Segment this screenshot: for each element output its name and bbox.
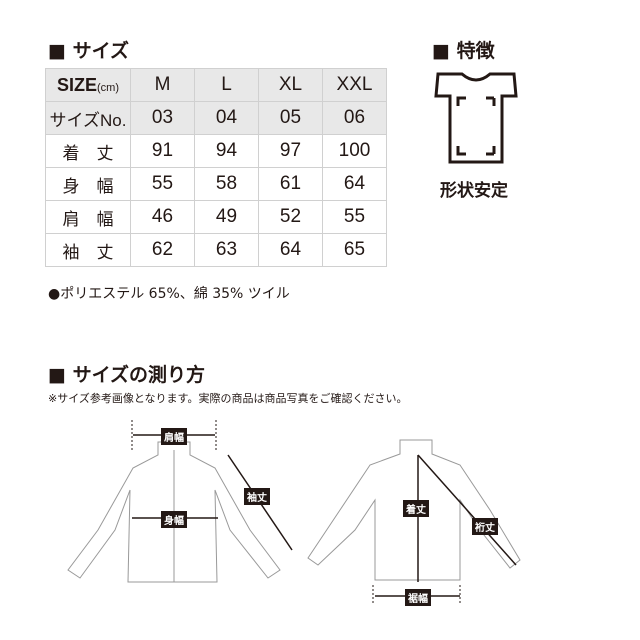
row-value: 46 bbox=[130, 200, 195, 234]
tag-hem: 裾幅 bbox=[405, 589, 431, 606]
row-value: 97 bbox=[258, 134, 323, 168]
jacket-diagram bbox=[67, 420, 521, 605]
row-value: 91 bbox=[130, 134, 195, 168]
row-value: 55 bbox=[322, 200, 387, 234]
row-label: 肩 幅 bbox=[45, 200, 131, 234]
size-title: ■ サイズ bbox=[48, 40, 129, 62]
row-value: 61 bbox=[258, 167, 323, 201]
row-value: 49 bbox=[194, 200, 259, 234]
tag-sleeve: 袖丈 bbox=[244, 488, 270, 505]
material-text: ●ポリエステル 65%、綿 35% ツイル bbox=[48, 286, 290, 302]
tag-shoulder: 肩幅 bbox=[161, 428, 187, 445]
row-value: 100 bbox=[322, 134, 387, 168]
size-label: SIZE bbox=[56, 74, 97, 95]
tag-yuki: 裄丈 bbox=[472, 518, 498, 535]
row-value: 06 bbox=[322, 101, 387, 135]
row-value: 63 bbox=[194, 233, 259, 267]
measure-note: ※サイズ参考画像となります。実際の商品は商品写真をご確認ください。 bbox=[48, 392, 408, 405]
row-value: 64 bbox=[322, 167, 387, 201]
size-col: M bbox=[130, 68, 195, 102]
table-header-row: SIZE(cm) M L XL XXL bbox=[45, 68, 387, 102]
unit-label: (cm) bbox=[97, 81, 119, 94]
size-col: L bbox=[194, 68, 259, 102]
tshirt-shape-icon bbox=[434, 72, 518, 164]
row-label: サイズNo. bbox=[45, 101, 131, 135]
row-value: 03 bbox=[130, 101, 195, 135]
row-value: 05 bbox=[258, 101, 323, 135]
row-label: 着 丈 bbox=[45, 134, 131, 168]
row-value: 64 bbox=[258, 233, 323, 267]
feature-title: ■ 特徴 bbox=[432, 40, 495, 62]
tag-length: 着丈 bbox=[403, 500, 429, 517]
row-value: 62 bbox=[130, 233, 195, 267]
row-value: 55 bbox=[130, 167, 195, 201]
row-label: 身 幅 bbox=[45, 167, 131, 201]
size-header: SIZE(cm) bbox=[45, 68, 131, 102]
tag-body: 身幅 bbox=[161, 511, 187, 528]
size-col: XXL bbox=[322, 68, 387, 102]
row-label: 袖 丈 bbox=[45, 233, 131, 267]
measure-title: ■ サイズの測り方 bbox=[48, 364, 205, 386]
row-value: 58 bbox=[194, 167, 259, 201]
feature-label: 形状安定 bbox=[440, 181, 508, 201]
row-value: 94 bbox=[194, 134, 259, 168]
row-value: 65 bbox=[322, 233, 387, 267]
size-col: XL bbox=[258, 68, 323, 102]
row-value: 04 bbox=[194, 101, 259, 135]
row-value: 52 bbox=[258, 200, 323, 234]
